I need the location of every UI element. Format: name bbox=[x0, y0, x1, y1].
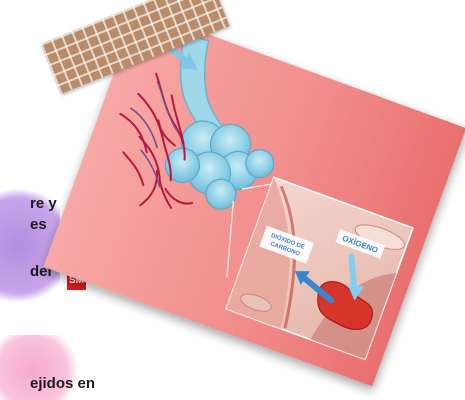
side-text-line-4: ejidos en bbox=[30, 375, 95, 393]
side-text-line-1: re y bbox=[30, 195, 57, 213]
side-text-line-2: es bbox=[30, 216, 47, 234]
